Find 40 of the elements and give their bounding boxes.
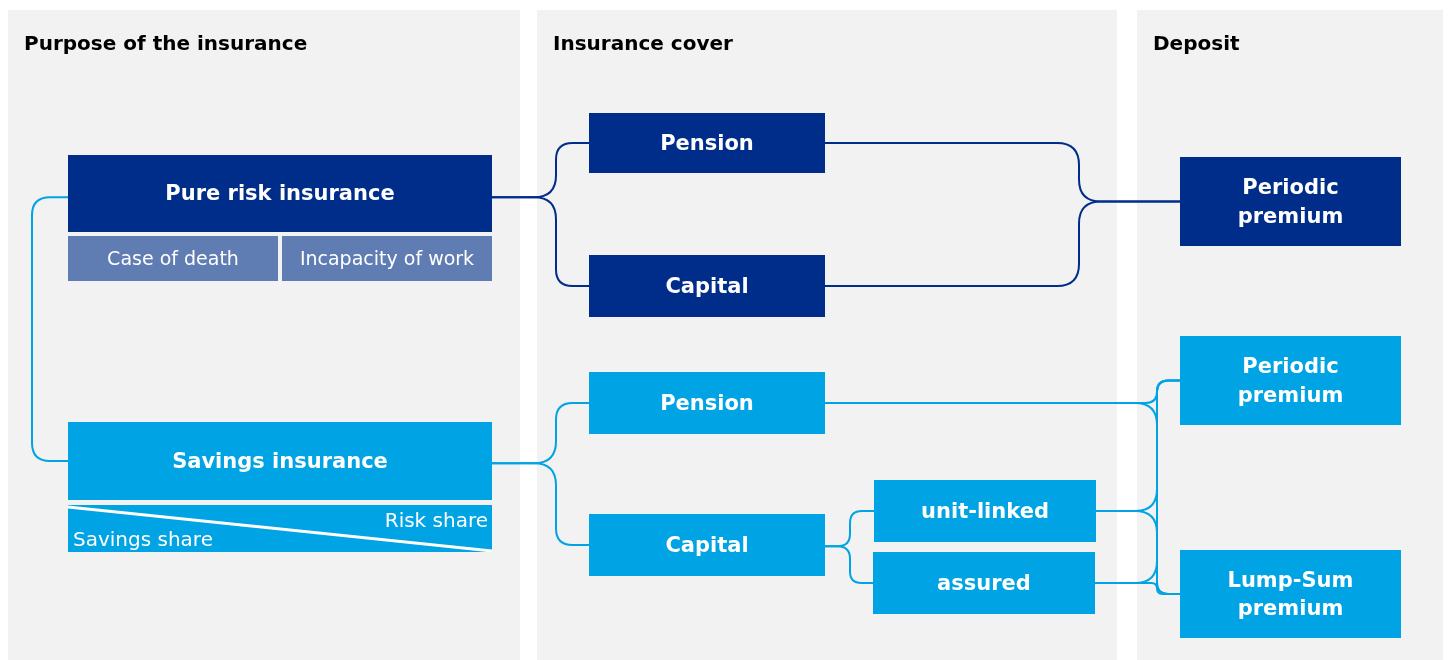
category-box xyxy=(282,236,492,281)
connector-line xyxy=(31,196,69,462)
column-panel xyxy=(537,10,1117,660)
box-label: Periodic premium xyxy=(1236,174,1345,230)
connector-line xyxy=(491,462,590,546)
share-label: Savings share xyxy=(73,529,213,549)
box-label: Pension xyxy=(660,389,754,417)
insurance-box xyxy=(1180,550,1401,638)
column-heading: Purpose of the insurance xyxy=(24,30,308,57)
box-label: unit-linked xyxy=(921,497,1049,525)
category-box xyxy=(68,236,278,281)
insurance-box xyxy=(589,514,825,576)
share-label: Risk share xyxy=(384,510,488,530)
insurance-box xyxy=(1180,336,1401,425)
box-label: Capital xyxy=(665,531,749,559)
box-label: Capital xyxy=(665,272,749,300)
insurance-box xyxy=(874,480,1096,542)
box-label: Pure risk insurance xyxy=(165,180,395,208)
connector-line xyxy=(824,200,1181,287)
box-label: assured xyxy=(937,569,1031,597)
box-label: Lump-Sum premium xyxy=(1226,566,1355,622)
insurance-box xyxy=(68,155,492,232)
box-label: Case of death xyxy=(107,245,239,271)
insurance-box xyxy=(589,255,825,317)
insurance-box xyxy=(68,422,492,500)
box-label: Incapacity of work xyxy=(299,245,475,271)
insurance-box xyxy=(589,113,825,173)
connector-line xyxy=(824,545,874,584)
column-heading: Deposit xyxy=(1153,30,1240,57)
column-panel xyxy=(8,10,520,660)
split-bar xyxy=(68,505,492,552)
insurance-box xyxy=(873,552,1095,614)
box-label: Savings insurance xyxy=(172,447,388,475)
insurance-box xyxy=(1180,157,1401,246)
column-heading: Insurance cover xyxy=(553,30,733,57)
connector-line xyxy=(491,196,590,287)
insurance-box xyxy=(589,372,825,434)
box-label: Pension xyxy=(660,129,754,157)
box-label: Periodic premium xyxy=(1236,353,1345,409)
column-panel xyxy=(1137,10,1443,660)
